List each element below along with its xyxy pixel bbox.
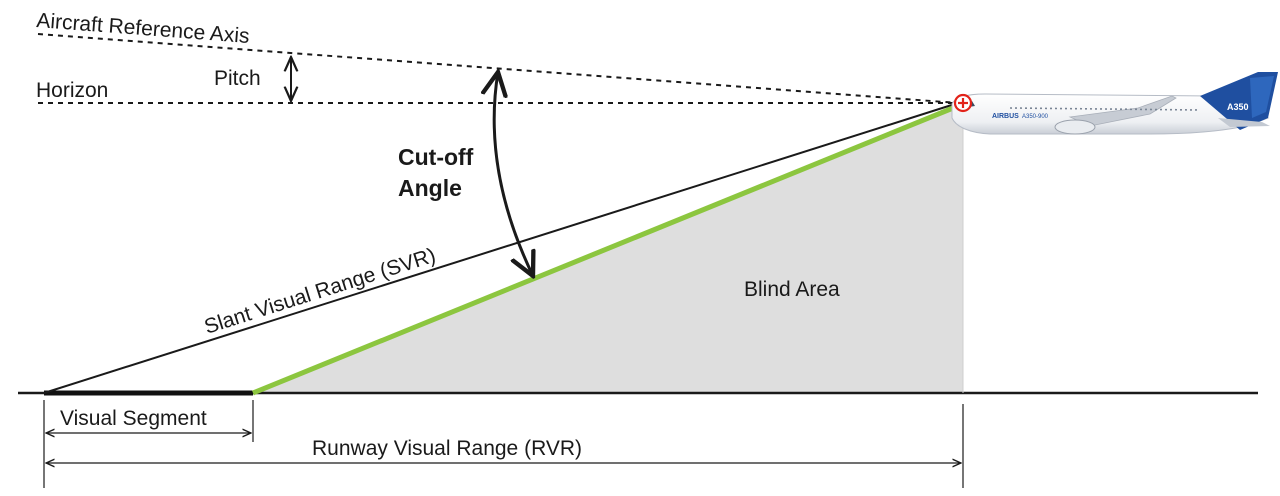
aircraft-engine bbox=[1054, 119, 1096, 135]
svr-label: Slant Visual Range (SVR) bbox=[202, 244, 439, 339]
horizon-label: Horizon bbox=[36, 79, 108, 102]
reference-axis-line bbox=[37, 33, 959, 104]
pilot-eye-marker-icon bbox=[953, 93, 973, 113]
aircraft-tail-stripe bbox=[1250, 76, 1274, 118]
blind-area-label: Blind Area bbox=[744, 278, 840, 301]
aircraft: AIRBUS A350-900 A350 bbox=[951, 72, 1278, 135]
cutoff-angle-arrow bbox=[494, 72, 533, 276]
rvr-label: Runway Visual Range (RVR) bbox=[312, 437, 582, 460]
aircraft-cabin-windows bbox=[1009, 107, 1201, 111]
reference-axis-label: Aircraft Reference Axis bbox=[36, 9, 251, 48]
aircraft-brand-text: AIRBUS bbox=[992, 113, 1019, 120]
pitch-label: Pitch bbox=[214, 67, 261, 90]
visual-segment-label: Visual Segment bbox=[60, 407, 207, 430]
cutoff-angle-label-line2: Angle bbox=[398, 175, 462, 201]
cutoff-line bbox=[252, 103, 959, 396]
aircraft-tail-text: A350 bbox=[1227, 102, 1249, 112]
aircraft-stabilizer bbox=[1218, 118, 1270, 127]
aircraft-model-text: A350-900 bbox=[1022, 114, 1049, 120]
cutoff-angle-label-line1: Cut-off bbox=[398, 144, 474, 170]
